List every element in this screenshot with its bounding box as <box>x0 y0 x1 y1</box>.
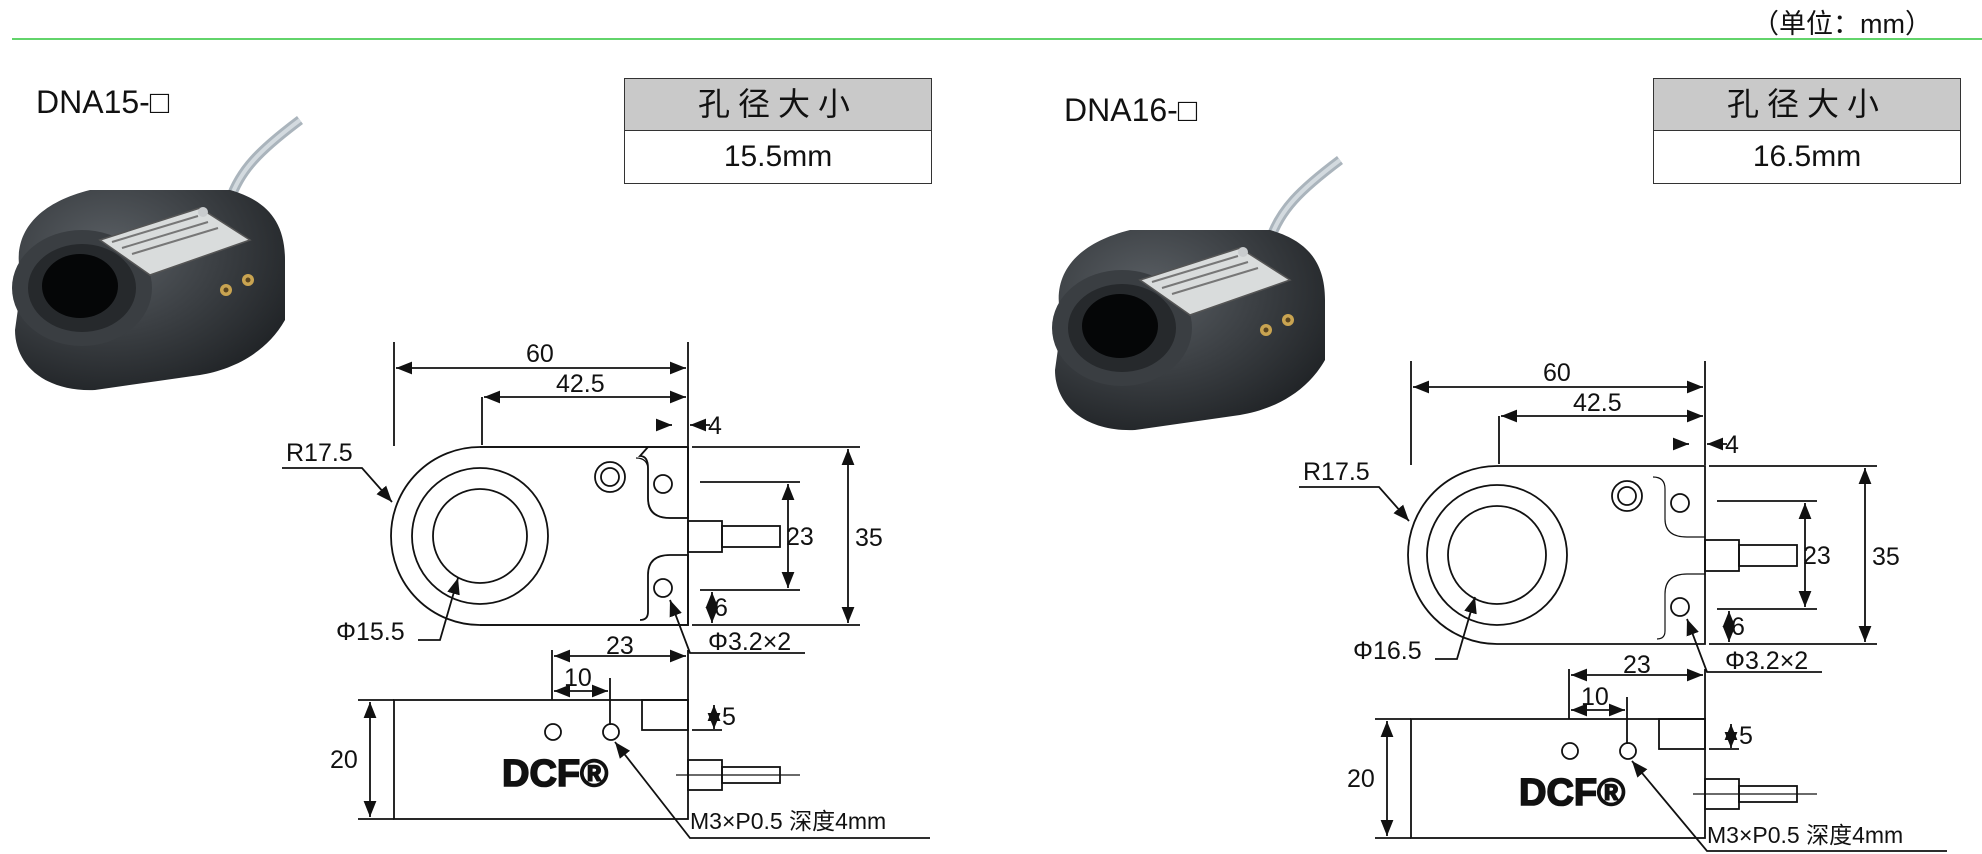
dim-side-span-left: 23 <box>606 632 634 660</box>
side-view-drawing-right <box>1375 668 1947 852</box>
dim-hole-to-end-right: 42.5 <box>1573 389 1622 417</box>
dimension-labels-right: 60 42.5 4 23 35 R17.5 Φ16.5 6 Φ3.2×2 23 … <box>1303 359 1903 848</box>
dim-radius-left: R17.5 <box>286 439 353 467</box>
dim-step-right: 4 <box>1725 431 1739 459</box>
dim-radius-right: R17.5 <box>1303 458 1370 486</box>
top-view-drawing-right <box>1299 361 1877 673</box>
top-view-drawing-left <box>282 342 860 654</box>
dim-cable-spacing-left: 23 <box>786 523 814 551</box>
spec-header-left: 孔径大小 <box>625 79 931 131</box>
dim-side-pitch-right: 10 <box>1581 683 1609 711</box>
dim-bore-left: Φ15.5 <box>336 618 405 646</box>
dcf-logo-left: DCF® <box>502 753 608 795</box>
spec-table-right: 孔径大小 16.5mm <box>1653 78 1961 184</box>
model-title-left: DNA15-□ <box>36 84 170 120</box>
dimension-labels-left: 60 42.5 4 23 35 R17.5 Φ15.5 6 Φ3.2×2 23 … <box>286 340 886 834</box>
dim-length-left: 60 <box>526 340 554 368</box>
dcf-logo-right: DCF® <box>1519 772 1625 814</box>
spec-value-right: 16.5mm <box>1654 131 1960 183</box>
spec-value-left: 15.5mm <box>625 131 931 183</box>
dim-mount-offset-right: 6 <box>1731 613 1745 641</box>
dim-side-step-right: 5 <box>1739 722 1753 750</box>
spec-header-right: 孔径大小 <box>1654 79 1960 131</box>
unit-note: （单位：mm） <box>1752 9 1932 39</box>
sensor-photo-left <box>12 120 300 390</box>
dim-cable-spacing-right: 23 <box>1803 542 1831 570</box>
dim-height-left: 35 <box>855 524 883 552</box>
sensor-photo-right <box>1052 160 1340 430</box>
header-divider <box>12 38 1982 40</box>
dim-mount-offset-left: 6 <box>714 594 728 622</box>
dim-mount-holes-left: Φ3.2×2 <box>708 628 791 656</box>
dim-bore-right: Φ16.5 <box>1353 637 1422 665</box>
model-title-right: DNA16-□ <box>1064 92 1198 128</box>
side-view-drawing-left <box>358 649 930 839</box>
spec-table-left: 孔径大小 15.5mm <box>624 78 932 184</box>
dim-side-pitch-left: 10 <box>564 664 592 692</box>
dim-thickness-left: 20 <box>330 746 358 774</box>
dim-height-right: 35 <box>1872 543 1900 571</box>
dim-hole-to-end-left: 42.5 <box>556 370 605 398</box>
dim-side-span-right: 23 <box>1623 651 1651 679</box>
dim-thickness-right: 20 <box>1347 765 1375 793</box>
dim-side-step-left: 5 <box>722 703 736 731</box>
dim-thread-right: M3×P0.5 深度4mm <box>1707 822 1903 848</box>
dim-step-left: 4 <box>708 412 722 440</box>
dim-length-right: 60 <box>1543 359 1571 387</box>
dim-thread-left: M3×P0.5 深度4mm <box>690 808 886 834</box>
dim-mount-holes-right: Φ3.2×2 <box>1725 647 1808 675</box>
